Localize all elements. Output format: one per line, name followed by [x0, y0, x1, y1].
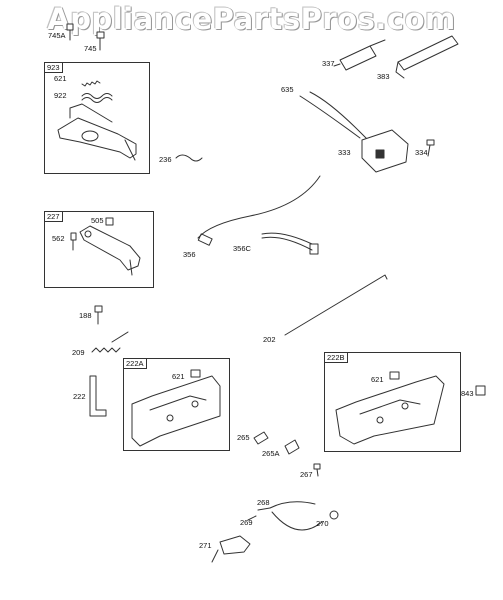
assembly-box-222B: 222B [324, 352, 461, 452]
ground-wire-356 [197, 175, 321, 246]
label-505: 505 [91, 216, 104, 225]
screw-745A [66, 23, 74, 41]
wire-harness-356C [261, 232, 319, 255]
label-271: 271 [199, 541, 212, 550]
label-267: 267 [300, 470, 313, 479]
bracket-923 [57, 103, 137, 161]
control-bracket-222B [335, 375, 445, 445]
label-265A: 265A [262, 449, 280, 458]
label-621-923: 621 [54, 74, 67, 83]
clip-236 [175, 154, 203, 162]
bushing-505 [105, 217, 114, 226]
label-745A: 745A [48, 31, 66, 40]
label-222: 222 [73, 392, 86, 401]
part-843 [475, 385, 486, 396]
choke-cable-270 [269, 501, 323, 531]
bracket-222 [89, 375, 107, 417]
throttle-lever-227 [79, 225, 141, 276]
label-356C: 356C [233, 244, 251, 253]
clip-265 [253, 431, 269, 445]
armature-333 [299, 91, 409, 173]
clamp-270-bolt [329, 510, 339, 520]
label-269: 269 [240, 518, 253, 527]
governor-spring-922 [81, 80, 113, 103]
assembly-tag-227: 227 [44, 211, 63, 222]
label-337: 337 [322, 59, 335, 68]
cable-end-268 [257, 507, 271, 511]
pin-562 [70, 232, 77, 251]
label-188: 188 [79, 311, 92, 320]
screw-334 [426, 139, 435, 157]
label-922: 922 [54, 91, 67, 100]
assembly-tag-923: 923 [44, 62, 63, 73]
cable-clamp-269 [247, 515, 257, 521]
label-356: 356 [183, 250, 196, 259]
assembly-box-923: 923 [44, 62, 150, 174]
label-333: 333 [338, 148, 351, 157]
label-383: 383 [377, 72, 390, 81]
screw-188 [94, 305, 103, 325]
spark-plug-337 [333, 39, 386, 71]
label-270: 270 [316, 519, 329, 528]
assembly-tag-222A: 222A [123, 358, 147, 369]
spring-209 [91, 331, 129, 353]
clip-621-222B [389, 371, 400, 380]
label-621-222B: 621 [371, 375, 384, 384]
tool-383 [395, 35, 459, 79]
label-621-222A: 621 [172, 372, 185, 381]
control-bracket-222A [131, 375, 221, 447]
choke-lever-271 [211, 535, 251, 563]
label-562: 562 [52, 234, 65, 243]
clip-621-222A [190, 369, 201, 378]
clip-265A [284, 439, 300, 455]
screw-267 [313, 463, 321, 477]
label-202: 202 [263, 335, 276, 344]
label-334: 334 [415, 148, 428, 157]
label-265: 265 [237, 433, 250, 442]
governor-link-202 [284, 274, 388, 336]
label-745: 745 [84, 44, 97, 53]
label-843: 843 [461, 389, 474, 398]
screw-745 [96, 31, 105, 51]
assembly-box-222A: 222A [123, 358, 230, 451]
assembly-box-227: 227 [44, 211, 154, 288]
label-209: 209 [72, 348, 85, 357]
label-635: 635 [281, 85, 294, 94]
label-236: 236 [159, 155, 172, 164]
assembly-tag-222B: 222B [324, 352, 348, 363]
watermark-logo: AppliancePartsPros.com [47, 2, 456, 36]
label-268: 268 [257, 498, 270, 507]
